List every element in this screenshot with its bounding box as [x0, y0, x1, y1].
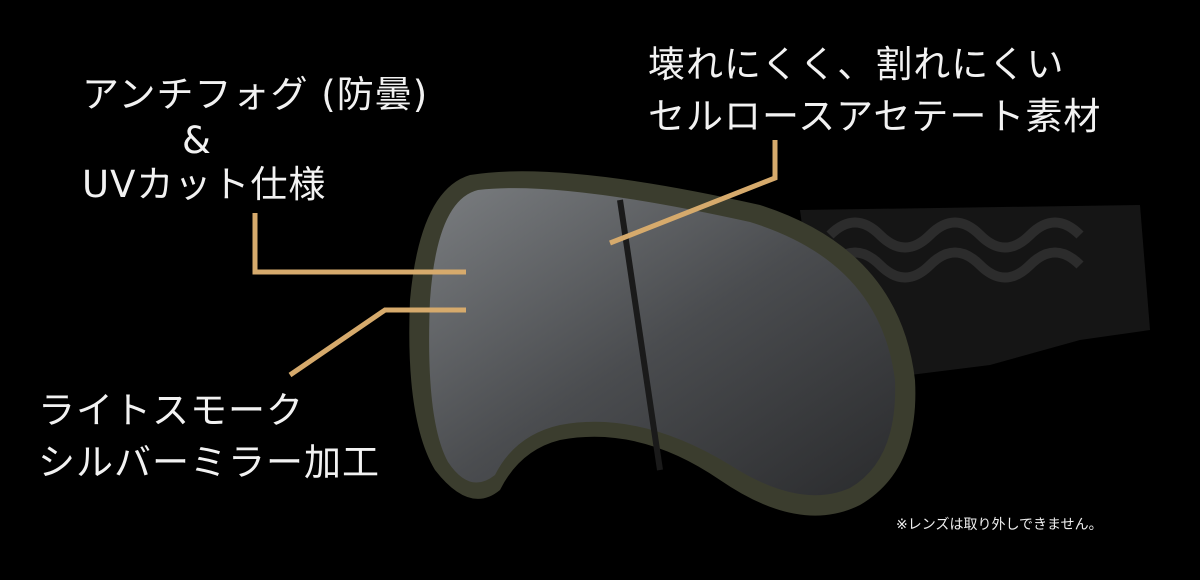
lens-not-removable-note: ※レンズは取り外しできません。 [896, 517, 1103, 533]
lens-label-line1: ライトスモーク [38, 389, 304, 432]
antifog-label-line2: & [182, 119, 212, 162]
antifog-label-line1: アンチフォグ (防曇) [82, 73, 429, 116]
callout-line-material [609, 140, 778, 246]
callout-line-antifog [252, 213, 466, 275]
lens-label-line2: シルバーミラー加工 [38, 441, 380, 484]
callout-lines [252, 140, 778, 378]
material-label-line2: セルロースアセテート素材 [648, 95, 1102, 138]
goggle-frame [409, 171, 916, 516]
callout-line-lens [288, 307, 466, 378]
antifog-label-line3: UVカット仕様 [82, 163, 327, 206]
material-label-line1: 壊れにくく、割れにくい [648, 43, 1065, 86]
